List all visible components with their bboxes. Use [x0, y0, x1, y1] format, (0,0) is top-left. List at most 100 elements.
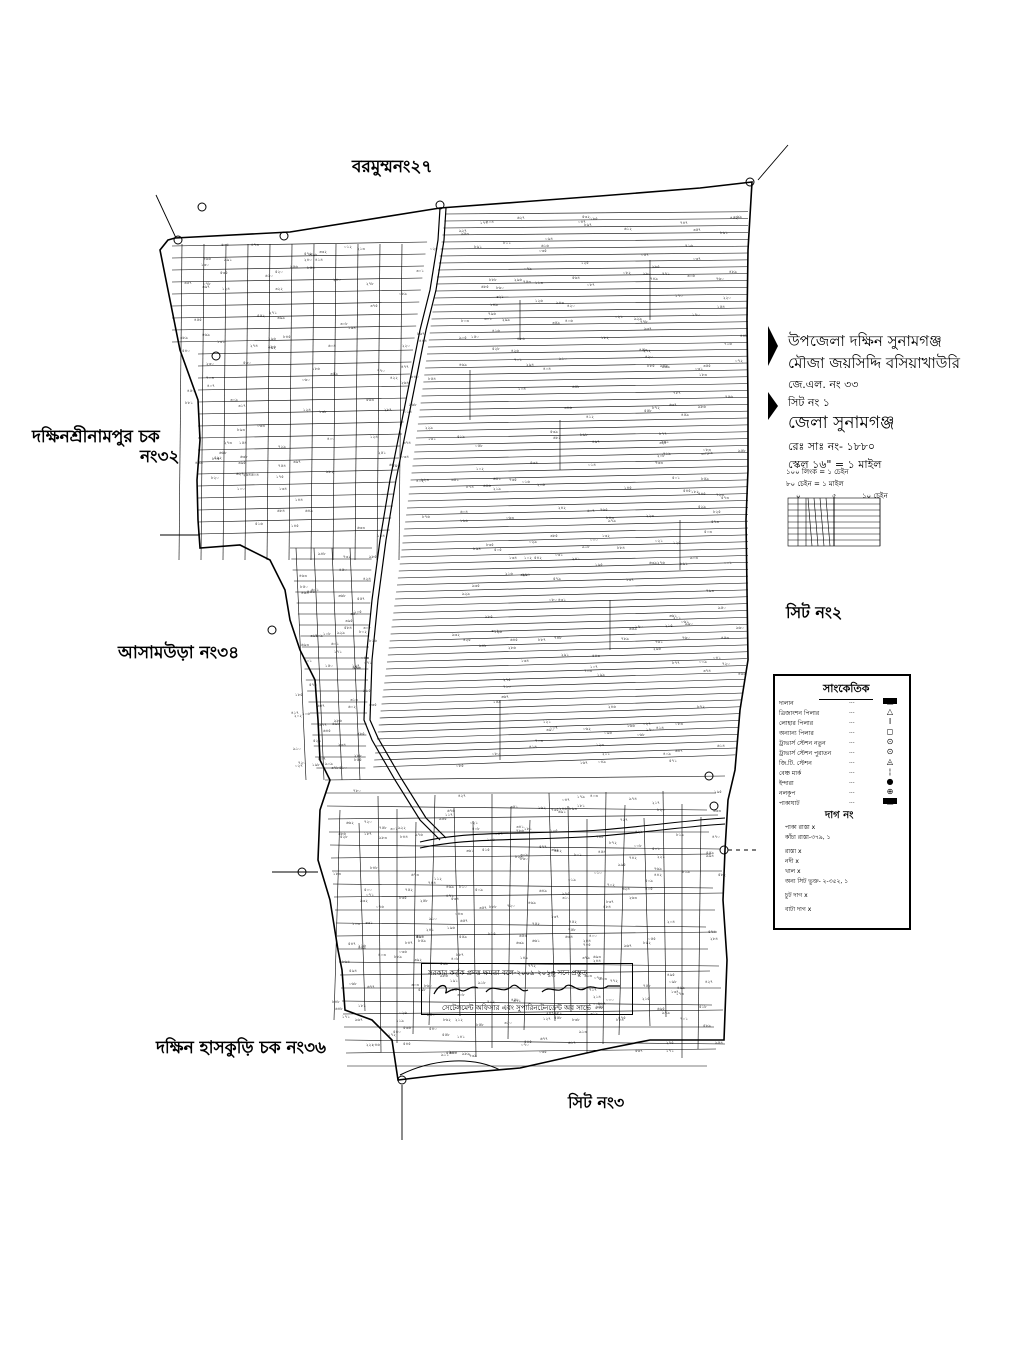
plot-number: ২১২	[455, 1017, 463, 1022]
plot-number: ৯২৯	[634, 316, 642, 321]
plot-number: ০৬৩	[506, 515, 514, 520]
plot-number: ৩০১	[390, 826, 398, 831]
plot-number: ৯৭৭	[319, 722, 327, 727]
plot-number: ০০০	[590, 537, 598, 542]
plot-number: ৯৩৭	[644, 326, 652, 331]
plot-number: ৮৩৫	[486, 542, 494, 547]
plot-number: ৭০১	[514, 357, 522, 362]
plot-number: ৬৬১	[532, 938, 540, 943]
plot-number: ৪০৫	[645, 886, 653, 891]
upazila-name: উপজেলা দক্ষিন সুনামগঞ্জ	[788, 332, 942, 350]
plot-number: ৬৩৭	[669, 402, 677, 407]
plot-number: ৭৪৪	[428, 880, 436, 885]
chain-scale-note-1: ১০০ লিংক = ১ চেইন	[786, 468, 849, 476]
plot-number: ৭৫২	[532, 921, 540, 926]
plot-number: ৫৪৫	[403, 1041, 411, 1046]
south-path	[399, 1060, 501, 1076]
plot-number: ৪২৪	[363, 576, 371, 581]
plot-number: ৬৪৯	[539, 888, 547, 893]
plot-number: ০৩৫	[539, 248, 547, 253]
plot-number: ৬০৪	[328, 343, 336, 348]
plot-number: ৬৫১	[493, 476, 501, 481]
plot-number: ২১৪	[593, 994, 601, 999]
plot-number: ৯৮৩	[379, 835, 387, 840]
plot-number: ৪৪২	[654, 872, 662, 877]
plot-number: ৫৫৯	[706, 850, 714, 855]
plot-number: ৩৯৫	[238, 460, 246, 465]
traverse-station-icon	[704, 771, 714, 781]
plot-number: ৯৭৯	[608, 518, 616, 523]
plot-number: ৩০৮	[457, 992, 465, 997]
plot-number: ১২৪	[222, 286, 230, 291]
plot-number: ২০৪	[667, 919, 675, 924]
square-icon: ◻	[886, 727, 894, 736]
plot-number: ১২৩	[596, 742, 604, 747]
plot-number: ১৭১	[666, 1048, 674, 1053]
plot-number: ২১৭	[652, 800, 660, 805]
legend-dots: ...	[849, 698, 855, 705]
plot-number: ৭৫৮	[379, 825, 387, 830]
plot-number: ৪৫১	[511, 997, 519, 1002]
plot-number: ৪৭৩	[251, 242, 259, 247]
plot-number: ৭১৯	[663, 451, 671, 456]
plot-number: ১০২	[476, 466, 484, 471]
legend-dots: ...	[849, 728, 855, 735]
tubewell-icon: ⊕	[886, 787, 894, 796]
plot-number: ৩৫৯	[330, 371, 338, 376]
plot-number: ১০৪	[518, 386, 526, 391]
plot-number: ৬২৪	[622, 886, 630, 891]
legend-dots: ...	[849, 798, 855, 805]
plot-number: ১৫৪	[239, 440, 247, 445]
plot-number: ১০০	[237, 486, 245, 491]
plot-number: ৪৬৩	[299, 573, 307, 578]
plot-number: ৯৯৪	[706, 853, 714, 858]
legend-dots: ...	[849, 708, 855, 715]
plot-number: ৮৯৩	[569, 806, 577, 811]
plot-number: ২৭৮	[366, 281, 374, 286]
plot-number: ১০২	[524, 555, 532, 560]
plot-number: ২৪২	[558, 505, 566, 510]
plot-number: ৮১০	[459, 884, 467, 889]
plot-number: ৩৮২	[554, 848, 562, 853]
plot-number: ২৯৪	[526, 362, 534, 367]
plot-number: ৯৮৫	[652, 264, 660, 269]
plot-number: ৪২০	[567, 303, 575, 308]
plot-number: ৭৯৩	[706, 588, 714, 593]
plot-number: ৩১৭	[238, 403, 246, 408]
plot-number: ২৯১	[561, 652, 569, 657]
plot-number: ১৭১	[334, 649, 342, 654]
plot-number: ৯৯১	[224, 257, 232, 262]
plot-number: ১২৪	[370, 434, 378, 439]
plot-number: ১৩৭	[551, 914, 559, 919]
plot-number: ৮৩৭	[606, 899, 614, 904]
plot-number: ২৪০	[304, 257, 312, 262]
plot-number: ২৭৫	[666, 1040, 674, 1045]
plot-number: ৬৫৭	[317, 703, 325, 708]
plot-number: ৫৬৭	[635, 1048, 643, 1053]
plot-number: ৮১১	[503, 240, 511, 245]
triangle-icon: △	[886, 707, 894, 716]
plot-number: ৩৬৭	[501, 694, 509, 699]
signature-block: সরকার কর্তৃক প্রদত্ত ক্ষমতা বলে-২০০৯-২০১…	[421, 963, 633, 1015]
plot-number: ৪৬৯	[202, 332, 210, 337]
plot-number: ০৪৯	[598, 759, 606, 764]
plot-number: ৩৩৩	[713, 808, 721, 813]
plot-number: ২৩১	[661, 439, 669, 444]
district-name: জেলা সুনামগঞ্জ	[788, 413, 895, 433]
bench-mark-icon: ¦	[888, 767, 892, 776]
plot-number: ৪০২	[416, 478, 424, 483]
plot-number: ৯৮১	[554, 1010, 562, 1015]
plot-number: ৪৬৯	[459, 362, 467, 367]
plot-number: ৮১৫	[488, 931, 496, 936]
plot-number: ২৩৪	[338, 742, 346, 747]
plot-number: ৫৩৬	[403, 1025, 411, 1030]
legend-item-label: ইন্দারা	[779, 780, 794, 787]
plot-number: ১৯১	[450, 978, 458, 983]
plot-number: ৭২০	[722, 661, 730, 666]
plot-number: ৯০৩	[690, 555, 698, 560]
plot-number: ২৭৩	[224, 440, 232, 445]
plot-number: ৮৪৭	[405, 940, 413, 945]
legend-item-label: ট্রাভার্স স্টেশন নতুন	[779, 740, 826, 747]
plot-number: ৮৫৯	[418, 938, 426, 943]
chain-scale-tick-10: ১০ চেইন	[862, 492, 888, 500]
